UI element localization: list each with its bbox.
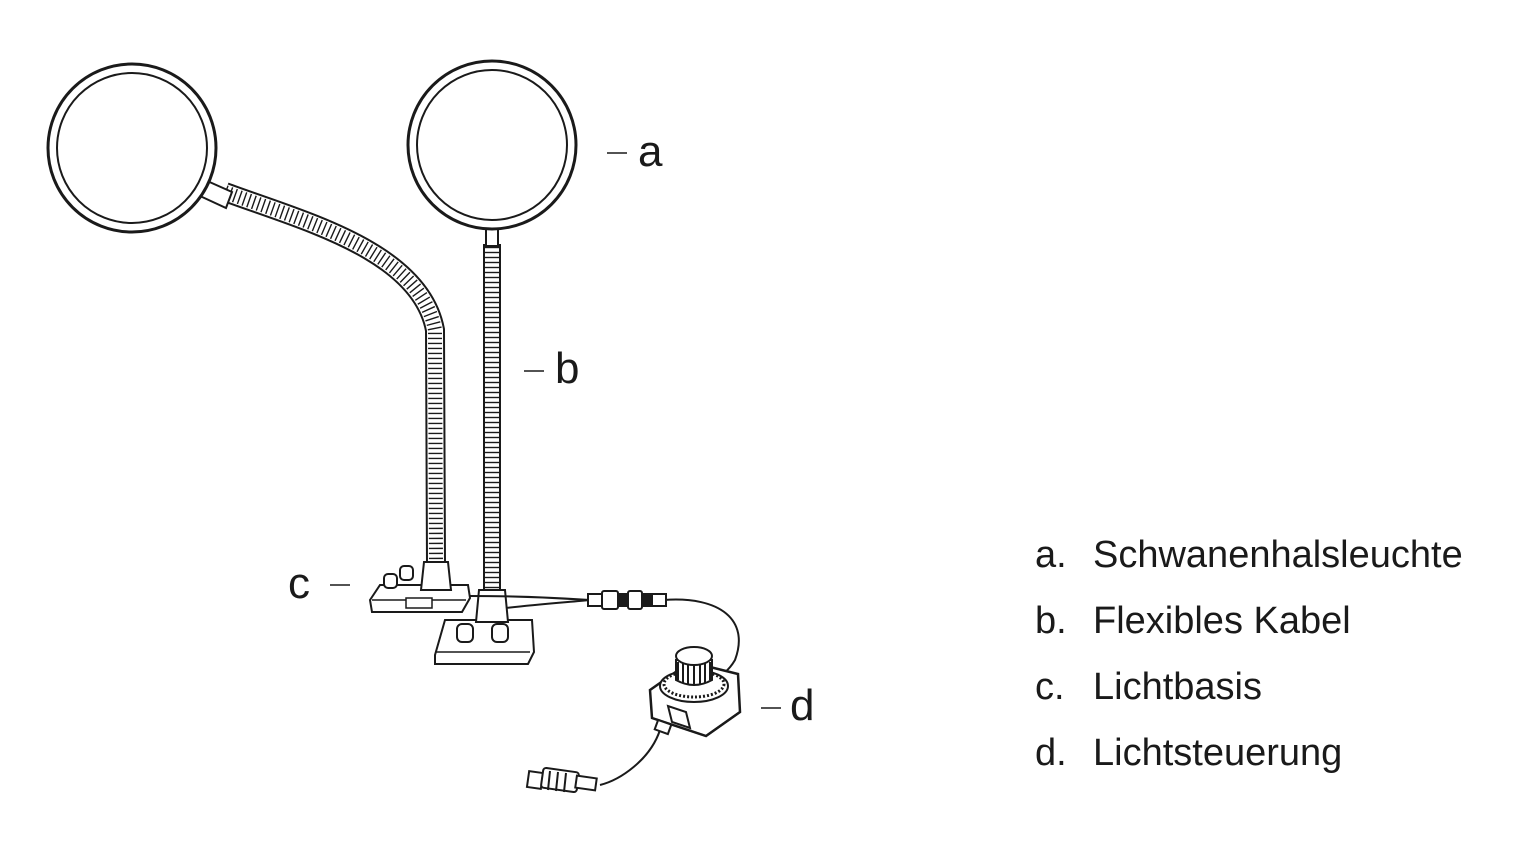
legend-label: Flexibles Kabel <box>1093 600 1351 642</box>
legend-letter: c. <box>1035 666 1065 708</box>
legend-label: Lichtbasis <box>1093 666 1262 708</box>
dimmer-knob <box>675 646 713 666</box>
legend-label: Schwanenhalsleuchte <box>1093 534 1463 576</box>
callout-c: c <box>288 559 350 608</box>
legend-label: Lichtsteuerung <box>1093 732 1343 774</box>
parts-legend: a.Schwanenhalsleuchte b.Flexibles Kabel … <box>1035 536 1463 800</box>
legend-item-a: a. Schwanenhalsleuchte <box>1035 536 1463 574</box>
left-gooseneck <box>221 182 446 566</box>
right-lamp <box>406 59 578 665</box>
legend-item-d: d. Lichtsteuerung <box>1035 734 1463 772</box>
legend-letter: a. <box>1035 534 1067 576</box>
callout-letter-a: a <box>638 127 663 176</box>
legend-letter: b. <box>1035 600 1067 642</box>
callout-a: a <box>607 127 663 176</box>
callout-letter-d: d <box>790 681 814 730</box>
callout-letter-c: c <box>288 559 310 608</box>
legend-letter: d. <box>1035 732 1067 774</box>
left-lamp-base <box>368 561 472 613</box>
legend-item-b: b. Flexibles Kabel <box>1035 602 1463 640</box>
callout-b: b <box>524 344 579 393</box>
inline-connector <box>587 590 667 610</box>
callout-d: d <box>761 681 814 730</box>
legend-item-c: c. Lichtbasis <box>1035 668 1463 706</box>
right-lamp-base <box>434 589 536 665</box>
left-lamp <box>46 62 472 613</box>
light-controller <box>648 646 742 738</box>
right-gooseneck <box>483 244 501 591</box>
callout-letter-b: b <box>555 344 579 393</box>
dc-plug <box>525 766 598 794</box>
